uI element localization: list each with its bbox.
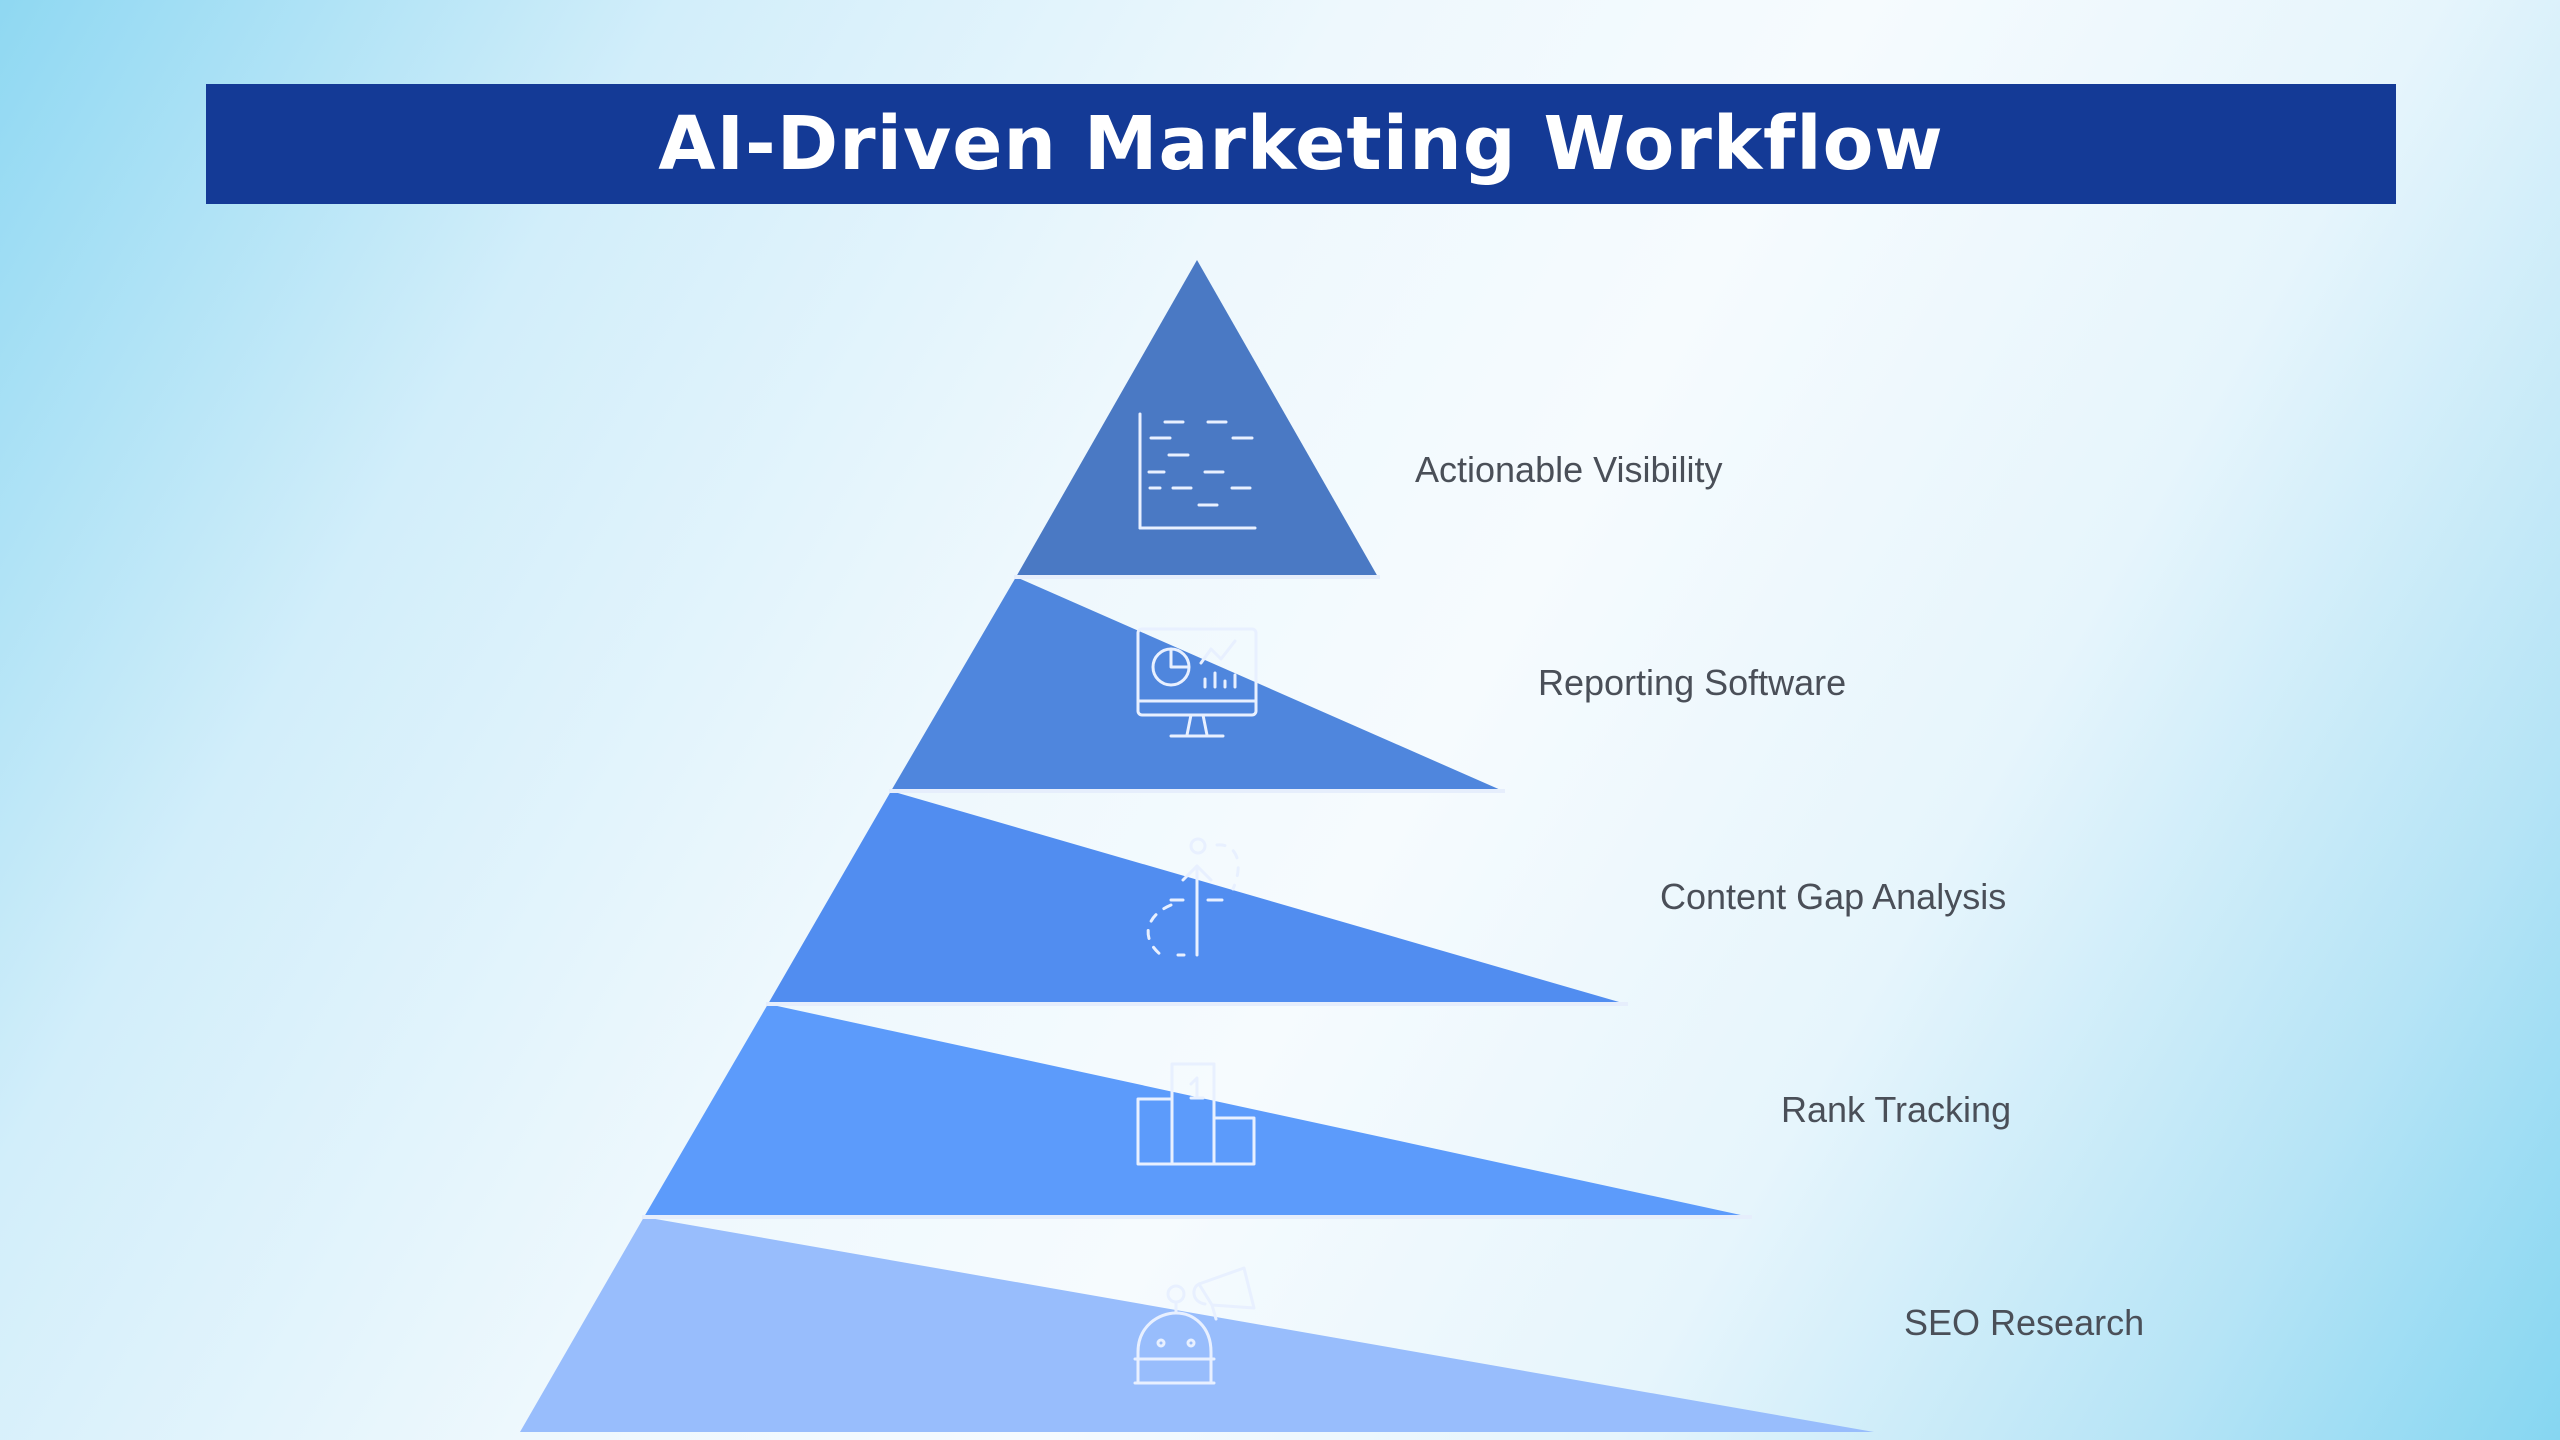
pyramid-level-4 — [644, 1004, 1750, 1217]
pyramid-level-5 — [520, 1217, 1874, 1432]
level-label-content-gap-analysis: Content Gap Analysis — [1660, 876, 2007, 917]
podium-icon — [1136, 1062, 1256, 1166]
level-label-actionable-visibility: Actionable Visibility — [1415, 449, 1723, 490]
level-label-seo-research: SEO Research — [1904, 1302, 2145, 1343]
page-title: AI-Driven Marketing Workflow — [658, 101, 1944, 187]
monitor-dashboard-icon — [1136, 627, 1258, 738]
growth-path-icon — [1146, 837, 1240, 957]
pyramid-level-1 — [1016, 260, 1378, 577]
level-label-reporting-software: Reporting Software — [1538, 662, 1847, 703]
level-label-rank-tracking: Rank Tracking — [1781, 1089, 2012, 1130]
robot-megaphone-icon — [1133, 1266, 1256, 1385]
pyramid-level-2 — [891, 577, 1503, 791]
title-banner: AI-Driven Marketing Workflow — [206, 84, 2396, 204]
chart-lines-icon — [1138, 412, 1257, 530]
